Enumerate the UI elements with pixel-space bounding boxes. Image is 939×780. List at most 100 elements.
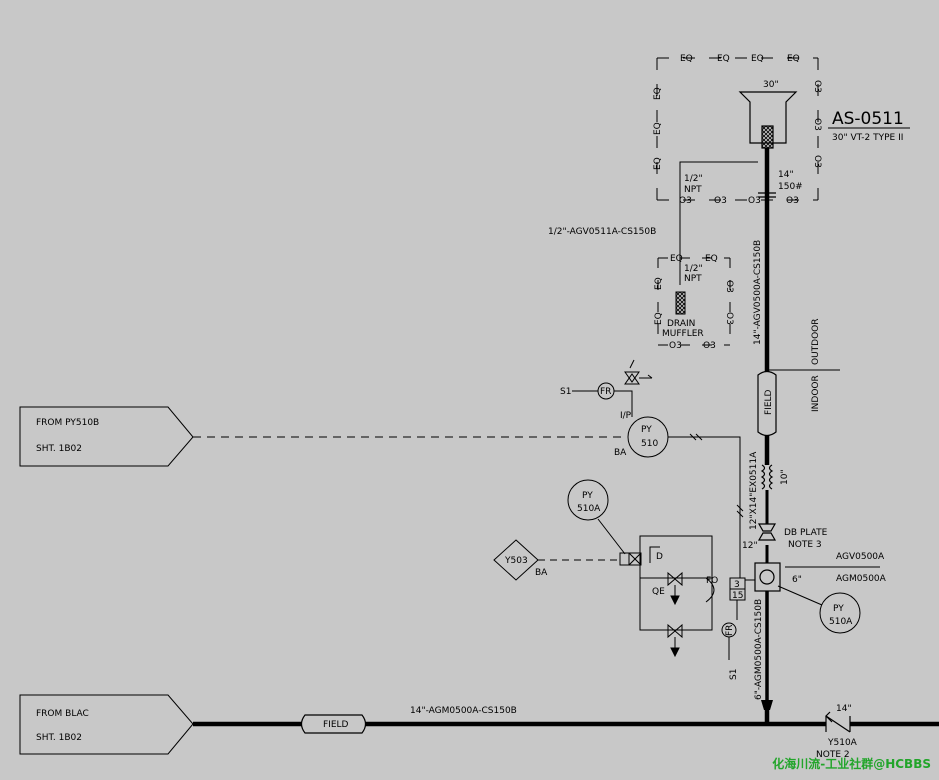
eq-label: EQ — [653, 157, 663, 170]
eq-label: EQ — [654, 312, 664, 325]
o3-label: O3 — [748, 196, 761, 206]
py510-num: 510 — [641, 439, 658, 449]
inlet-size: 14" — [778, 170, 794, 180]
drain-label2: MUFFLER — [662, 329, 704, 339]
y503-diamond: Y503 BA — [493, 539, 548, 581]
pneumatic-signal — [668, 433, 744, 579]
equipment-tag: AS-0511 — [832, 109, 904, 129]
o3-label: O3 — [724, 312, 734, 325]
o3-label: O3 — [812, 80, 822, 93]
eq-label: EQ — [705, 254, 718, 264]
y510a-label: Y510A — [827, 738, 858, 748]
riser-pipe — [758, 148, 776, 700]
vent-line — [679, 161, 758, 285]
offpage-blac-line2: SHT. 1B02 — [36, 733, 82, 743]
actuator-box — [639, 535, 715, 631]
py510-bubble: PY 510 — [627, 416, 669, 458]
offpage-py-line2: SHT. 1B02 — [36, 444, 82, 454]
offpage-py-line1: FROM PY510B — [36, 418, 99, 428]
ip-label: I/P — [620, 411, 632, 421]
ba-label: BA — [614, 448, 627, 458]
fr-label: FR — [600, 387, 611, 397]
agv-top: AGV0500A — [836, 552, 885, 562]
supply-s1: S1 — [560, 387, 571, 397]
size-10: 10" — [780, 469, 790, 485]
d-label: D — [656, 552, 663, 562]
pv510a-bubble: PY 510A — [819, 592, 861, 634]
size-12: 12" — [742, 541, 758, 551]
indoor-label: INDOOR — [811, 375, 821, 412]
reducer — [761, 700, 773, 710]
lower-line-number: 6"-AGM0500A-CS150B — [754, 599, 764, 700]
fo-label: FO — [706, 576, 718, 586]
quick-exhaust-valve — [667, 571, 683, 658]
eq-label: EQ — [680, 54, 693, 64]
o3-label: O3 — [812, 155, 822, 168]
py510a-top-num: 510A — [577, 504, 601, 514]
eq-label: EQ — [717, 54, 730, 64]
note3-label: NOTE 3 — [788, 540, 822, 550]
drain-label1: DRAIN — [667, 319, 695, 329]
offpage-blac-line1: FROM BLAC — [36, 709, 89, 719]
check-valve-y510a — [825, 711, 851, 733]
vent-line-number: 1/2"-AGV0511A-CS150B — [548, 227, 656, 237]
main-header-pipe — [193, 710, 939, 727]
expansion-joint — [760, 464, 774, 490]
eq-label: EQ — [653, 122, 663, 135]
control-valve-pv510a — [754, 562, 781, 592]
outdoor-label: OUTDOOR — [811, 318, 821, 365]
offpage-connector-py510b: FROM PY510B SHT. 1B02 — [19, 406, 194, 467]
py510a-top-bubble: PY 510A — [567, 479, 609, 521]
relief-valve — [624, 359, 653, 385]
filter-regulator: FR — [597, 382, 615, 400]
o3-label: O3 — [812, 118, 822, 131]
py510a-top-tag: PY — [582, 491, 593, 501]
ba-label-y503: BA — [535, 568, 548, 578]
ratio-bottom: 15 — [732, 591, 743, 601]
ex-line: 12"X14"EX0511A — [749, 451, 759, 530]
eq-label: EQ — [654, 277, 664, 290]
o3-label: O3 — [669, 341, 682, 351]
inlet-rating: 150# — [778, 182, 803, 192]
vent-npt: NPT — [684, 185, 702, 195]
riser-line-number: 14"-AGV0500A-CS150B — [753, 240, 763, 345]
vent-size: 1/2" — [684, 174, 703, 184]
py510-tag: PY — [641, 425, 652, 435]
pv510a-num: 510A — [829, 617, 853, 627]
fr-label-2: FR — [725, 625, 735, 636]
note2-label: NOTE 2 — [816, 750, 850, 760]
supply-s1-2: S1 — [729, 669, 739, 680]
main-line-number: 14"-AGM0500A-CS150B — [410, 706, 517, 716]
field-spool-header — [300, 714, 367, 734]
qe-label: QE — [652, 587, 665, 597]
field-label-riser: FIELD — [764, 389, 774, 415]
filter-regulator-2: FR — [721, 622, 737, 638]
agv-bottom: AGM0500A — [836, 574, 887, 584]
watermark: 化海川流-工业社群@HCBBS — [772, 757, 931, 771]
o3-label: O3 — [679, 196, 692, 206]
drain-npt: NPT — [684, 274, 702, 284]
main-size: 14" — [836, 704, 852, 714]
eq-label: EQ — [751, 54, 764, 64]
o3-label: O3 — [724, 280, 734, 293]
offpage-connector-blac: FROM BLAC SHT. 1B02 — [19, 694, 194, 755]
db-plate — [757, 523, 777, 541]
eq-label: EQ — [670, 254, 683, 264]
ratio-top: 3 — [734, 580, 740, 590]
y503-label: Y503 — [504, 556, 528, 566]
o3-label: O3 — [786, 196, 799, 206]
field-label-header: FIELD — [323, 720, 349, 730]
size-6: 6" — [792, 575, 802, 585]
horn-enclosure — [656, 57, 819, 201]
horn-size: 30" — [763, 80, 779, 90]
solenoid-valve — [619, 546, 660, 566]
o3-label: O3 — [703, 341, 716, 351]
db-plate-label: DB PLATE — [784, 528, 828, 538]
drain-muffler — [675, 291, 686, 315]
field-spool-riser — [757, 370, 777, 437]
drain-size: 1/2" — [684, 264, 703, 274]
o3-label: O3 — [714, 196, 727, 206]
enclosure-labels: EQ EQ EQ EQ EQ EQ EQ O3 O3 O3 O3 O3 O3 O… — [653, 54, 822, 206]
drain-enclosure — [657, 257, 731, 346]
